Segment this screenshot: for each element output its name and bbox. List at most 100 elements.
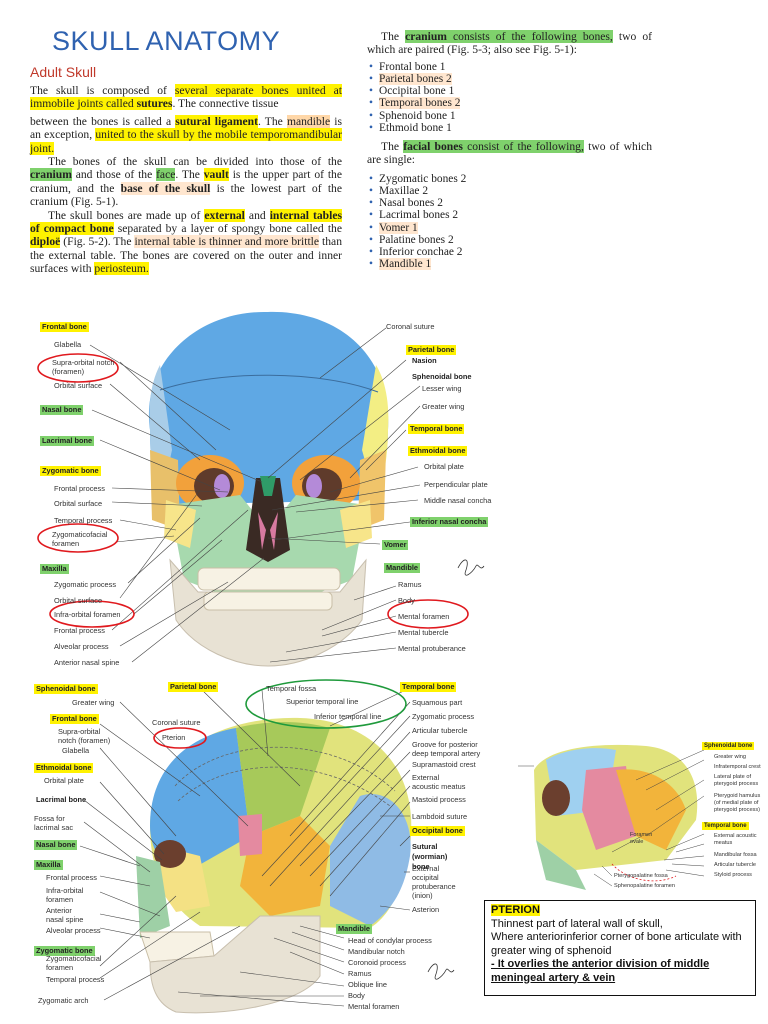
label-mandibular-notch: Mandibular notch (348, 947, 405, 956)
tag-mandible-lateral: Mandible (336, 924, 373, 934)
label-anterior-nasal-spine-lateral: Anterior nasal spine (46, 906, 84, 924)
pterion-highlight-circle (153, 727, 207, 749)
label-orbital-plate: Orbital plate (424, 462, 464, 471)
tag-maxilla-lateral: Maxilla (34, 860, 63, 870)
label-zygomaticofacial-foramen-lateral: Zygomaticofacial foramen (46, 954, 102, 972)
zygomaticofacial-highlight-circle (37, 523, 119, 553)
label-sphenopalatine-foramen: Sphenopalatine foramen (614, 883, 675, 889)
label-zygomaticofacial-foramen: Zygomaticofacial foramen (52, 530, 108, 548)
facial-intro: The facial bones consist of the followin… (367, 140, 652, 167)
label-frontal-process-2: Frontal process (54, 626, 105, 635)
bone-list-item: Sphenoid bone 1 (367, 110, 652, 122)
label-orbital-surface: Orbital surface (54, 381, 103, 390)
label-supramastoid-crest: Supramastoid crest (412, 760, 476, 769)
label-alveolar-process: Alveolar process (54, 642, 109, 651)
label-glabella-lateral: Glabella (62, 746, 90, 755)
tag-frontal-bone-lateral: Frontal bone (50, 714, 99, 724)
pterion-note-box: PTERION Thinnest part of lateral wall of… (484, 900, 756, 996)
label-mandibular-fossa: Mandibular fossa (714, 852, 757, 858)
label-mental-foramen-lateral: Mental foramen (348, 1002, 400, 1011)
tag-temporal-bone-lateral: Temporal bone (400, 682, 457, 692)
pterion-heading: PTERION (491, 904, 540, 916)
pterion-line-2: Where anteriorinferior corner of bone ar… (491, 931, 742, 957)
tag-vomer: Vomer (382, 540, 409, 550)
label-oblique-line: Oblique line (348, 980, 388, 989)
label-temporal-process-lateral: Temporal process (46, 975, 105, 984)
temporal-line-dashed-2 (177, 766, 391, 807)
label-frontal-process: Frontal process (54, 484, 105, 493)
bone-list-item: Vomer 1 (367, 221, 652, 234)
label-foramen-ovale: Foramen ovale (630, 832, 653, 845)
nasal-bone-shape (260, 476, 276, 496)
label-middle-nasal-concha: Middle nasal concha (424, 496, 492, 505)
label-supraorbital-notch: Supra-orbital notch (foramen) (52, 358, 115, 376)
label-pterygopalatine-fossa: Pterygopalatine fossa (614, 873, 668, 879)
inferior-concha-left (258, 512, 266, 550)
anterior-leader-lines (89, 327, 421, 663)
parietal-upper-shape (236, 722, 330, 836)
label-ramus-lateral: Ramus (348, 969, 372, 978)
temporal-fossa-highlight-circle (245, 679, 407, 729)
label-mental-tubercle: Mental tubercle (398, 628, 449, 637)
label-infraorbital-foramen-lateral: Infra-orbital foramen (46, 886, 84, 904)
label-external-acoustic-inset: External acoustic meatus (714, 833, 757, 846)
label-ramus: Ramus (398, 580, 422, 589)
bone-list-item: Lacrimal bones 2 (367, 209, 652, 221)
cranium-intro: The cranium consists of the following bo… (367, 30, 652, 57)
bone-list-item: Ethmoid bone 1 (367, 122, 652, 134)
tag-ethmoidal-bone-lateral: Ethmoidal bone (34, 763, 94, 773)
label-superior-temporal-line: Superior temporal line (286, 697, 359, 706)
label-lateral-plate-pterygoid: Lateral plate of pterygoid process (714, 774, 759, 787)
label-frontal-process-lateral: Frontal process (46, 873, 97, 882)
bone-list-item: Inferior conchae 2 (367, 246, 652, 258)
facial-bone-list: Zygomatic bones 2Maxillae 2Nasal bones 2… (367, 173, 652, 271)
tag-sutural-wormian-bone: Sutural (wormian) bone (412, 842, 448, 871)
tag-inferior-nasal-concha: Inferior nasal concha (410, 517, 489, 527)
mandible-shape (169, 558, 367, 667)
tag-sphenoidal-bone-inset: Sphenoidal bone (702, 742, 755, 750)
left-ethmoid-shape (214, 474, 230, 498)
label-lesser-wing: Lesser wing (422, 384, 462, 393)
label-glabella: Glabella (54, 340, 82, 349)
label-supraorbital-notch-lateral: Supra-orbital notch (foramen) (58, 727, 111, 745)
label-orbital-surface-3: Orbital surface (54, 596, 103, 605)
nasal-cavity-shape (246, 478, 290, 562)
label-articular-tubercle: Articular tubercle (412, 726, 468, 735)
maxilla-lateral-shape (136, 856, 170, 938)
tag-nasion: Nasion (412, 356, 437, 365)
right-ethmoid-shape (306, 474, 322, 498)
label-orbital-plate-lateral: Orbital plate (44, 776, 84, 785)
label-coronal-suture: Coronal suture (386, 322, 435, 331)
label-zygomatic-arch: Zygomatic arch (38, 996, 89, 1005)
tag-zygomatic-bone-lateral: Zygomatic bone (34, 946, 95, 956)
label-coronoid-process: Coronoid process (348, 958, 406, 967)
frontal-lateral-shape (150, 728, 250, 876)
artist-signature-mark (457, 559, 485, 576)
label-mental-protuberance: Mental protuberance (398, 644, 466, 653)
label-articular-tubercle-inset: Articular tubercle (714, 862, 756, 868)
upper-teeth-shape (197, 567, 341, 591)
tag-mandible: Mandible (384, 563, 421, 573)
page-title: SKULL ANATOMY (52, 26, 281, 56)
label-orbital-surface-2: Orbital surface (54, 499, 103, 508)
temporal-line-dashed (174, 746, 396, 792)
label-mental-foramen: Mental foramen (398, 612, 450, 621)
tag-maxilla: Maxilla (40, 564, 69, 574)
label-head-condylar-process: Head of condylar process (348, 936, 432, 945)
inset-maxilla-shape (536, 840, 586, 890)
pterion-line-1: Thinnest part of lateral wall of skull, (491, 917, 663, 930)
label-perpendicular-plate: Perpendicular plate (424, 480, 488, 489)
tag-ethmoidal-bone: Ethmoidal bone (408, 446, 468, 456)
tag-sphenoidal-bone: Sphenoidal bone (412, 372, 472, 381)
inset-leader-lines (593, 749, 705, 887)
zygomatic-right-shape (340, 500, 372, 548)
lower-teeth-shape (203, 591, 333, 611)
label-fossa-lacrimal-sac: Fossa for lacrimal sac (34, 814, 74, 832)
tag-zygomatic-bone: Zygomatic bone (40, 466, 101, 476)
label-greater-wing: Greater wing (422, 402, 465, 411)
lateral-skull-illustration (79, 679, 455, 1014)
label-zygomatic-process-lateral: Zygomatic process (412, 712, 475, 721)
label-external-acoustic-meatus: External acoustic meatus (412, 773, 466, 791)
bone-list-item: Nasal bones 2 (367, 197, 652, 209)
label-external-occipital-protuberance: External occipital protuberance (inion) (412, 864, 456, 900)
